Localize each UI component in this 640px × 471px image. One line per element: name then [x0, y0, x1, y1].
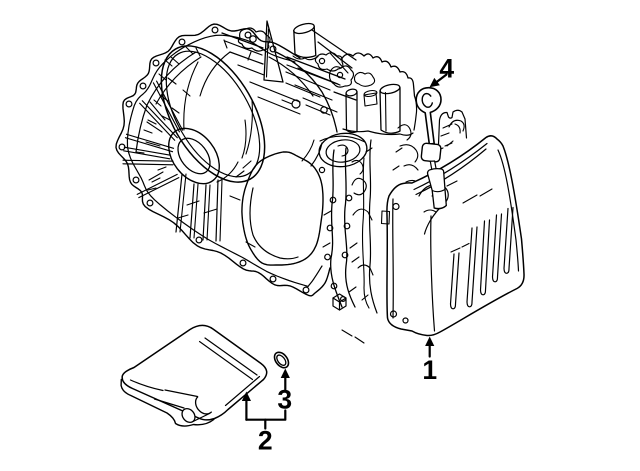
- svg-text:1: 1: [422, 355, 437, 385]
- svg-text:4: 4: [439, 54, 454, 84]
- svg-text:2: 2: [258, 426, 273, 456]
- svg-text:3: 3: [277, 385, 292, 415]
